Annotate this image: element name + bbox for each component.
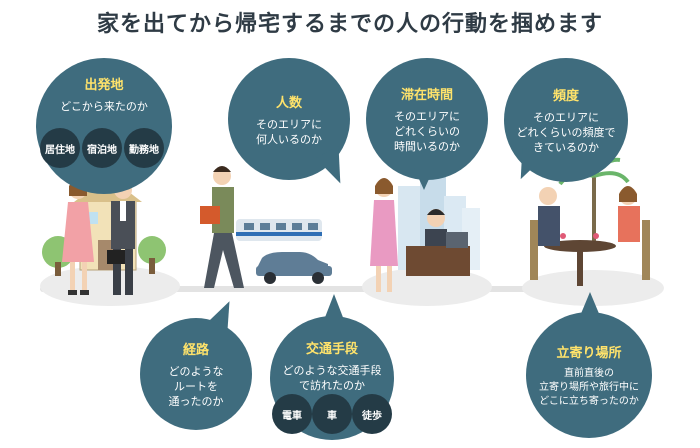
- freq-bubble: 頻度 そのエリアに どれくらいの頻度で きているのか: [504, 58, 628, 182]
- chip-train: 電車: [272, 394, 312, 434]
- stay-bubble-desc: そのエリアに どれくらいの 時間いるのか: [394, 110, 460, 153]
- route-bubble-title: 経路: [182, 343, 209, 358]
- transport-bubble-tail: [324, 294, 344, 320]
- route-bubble-desc: どのような ルートを 通ったのか: [168, 365, 224, 408]
- freq-bubble-title: 頻度: [552, 89, 579, 104]
- route-bubble: 経路 どのような ルートを 通ったのか: [140, 318, 252, 430]
- stay-bubble-title: 滞在時間: [400, 88, 453, 103]
- cafe-illustration: [530, 156, 650, 286]
- stopover-bubble-title: 立寄り場所: [556, 345, 622, 361]
- car-illustration: [256, 252, 332, 284]
- stay-bubble: 滞在時間 そのエリアに どれくらいの 時間いるのか: [366, 58, 488, 180]
- stopover-bubble-tail: [580, 292, 600, 316]
- stopover-bubble: 立寄り場所 直前直後の 立寄り場所や旅行中に どこに立ち寄ったのか: [526, 312, 652, 438]
- chip-workplace: 勤務地: [124, 128, 164, 168]
- desk-man-figure: [406, 209, 470, 276]
- origin-bubble-desc: どこから来たのか: [60, 100, 148, 113]
- origin-bubble-title: 出発地: [84, 78, 124, 93]
- count-bubble-desc: そのエリアに 何人いるのか: [256, 117, 322, 146]
- ground-home: [40, 266, 180, 306]
- train-illustration: [236, 219, 322, 241]
- chip-lodging: 宿泊地: [82, 128, 122, 168]
- transport-bubble-title: 交通手段: [305, 342, 358, 357]
- chip-walk: 徒歩: [352, 394, 392, 434]
- office-woman-figure: [370, 178, 398, 292]
- freq-bubble-desc: そのエリアに どれくらいの頻度で きているのか: [516, 111, 616, 154]
- transport-bubble-desc: どのような交通手段 で訪れたのか: [282, 364, 382, 392]
- path-line: [40, 286, 660, 292]
- origin-bubble: 出発地 どこから来たのか: [36, 58, 172, 194]
- stopover-bubble-desc: 直前直後の 立寄り場所や旅行中に どこに立ち寄ったのか: [539, 367, 639, 407]
- count-bubble: 人数 そのエリアに 何人いるのか: [228, 58, 350, 180]
- walking-man-figure: [200, 166, 244, 288]
- chip-residence: 居住地: [40, 128, 80, 168]
- page-title: 家を出てから帰宅するまでの人の行動を掴めます: [96, 12, 603, 37]
- chip-car: 車: [312, 394, 352, 434]
- count-bubble-title: 人数: [275, 95, 302, 111]
- stay-bubble-tail: [414, 168, 434, 190]
